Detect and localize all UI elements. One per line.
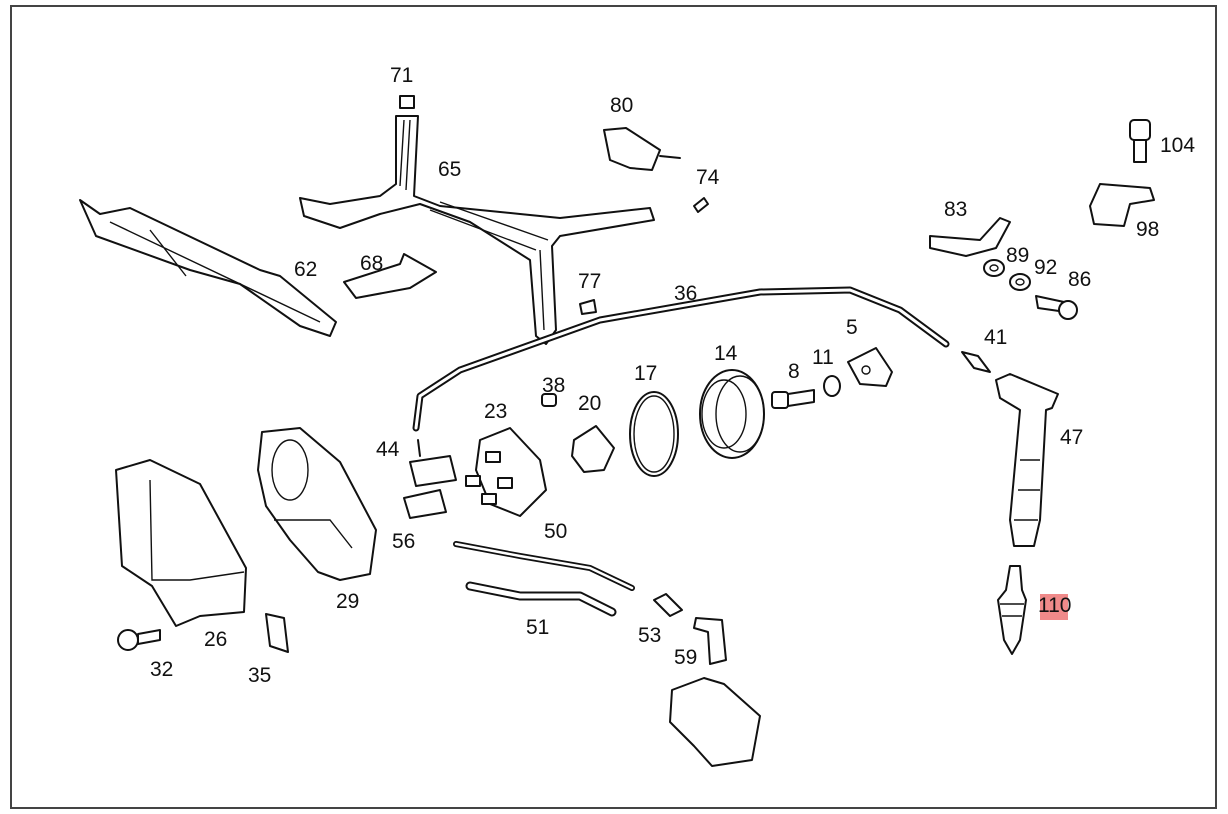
part-36-drawing — [412, 286, 950, 432]
part-77-drawing — [579, 299, 597, 315]
part-59-drawing — [693, 617, 727, 665]
label-59[interactable]: 59 — [674, 646, 697, 669]
label-89[interactable]: 89 — [1006, 244, 1029, 267]
part-89-drawing — [983, 259, 1005, 277]
label-14[interactable]: 14 — [714, 342, 738, 365]
label-77[interactable]: 77 — [578, 270, 601, 293]
part-14-drawing — [699, 369, 765, 459]
part-80-drawing — [603, 127, 681, 171]
part-17-drawing — [629, 391, 679, 477]
label-47[interactable]: 47 — [1060, 426, 1083, 449]
part-8-drawing — [771, 389, 815, 409]
label-26[interactable]: 26 — [204, 628, 227, 651]
label-74[interactable]: 74 — [696, 166, 720, 189]
part-110-drawing — [997, 565, 1027, 655]
part-68-drawing — [343, 253, 437, 299]
part-53-drawing — [653, 593, 683, 617]
part-98-drawing — [1089, 183, 1155, 227]
label-98[interactable]: 98 — [1136, 218, 1159, 241]
label-35[interactable]: 35 — [248, 664, 271, 687]
part-35-drawing — [265, 613, 289, 653]
part-23-drawing — [465, 427, 547, 517]
label-62[interactable]: 62 — [294, 258, 317, 281]
part-5-drawing — [847, 347, 893, 387]
label-23[interactable]: 23 — [484, 400, 507, 423]
label-104[interactable]: 104 — [1160, 134, 1195, 157]
part-41-drawing — [961, 351, 991, 373]
label-36[interactable]: 36 — [674, 282, 697, 305]
label-56[interactable]: 56 — [392, 530, 415, 553]
label-92[interactable]: 92 — [1034, 256, 1057, 279]
label-110[interactable]: 110 — [1038, 594, 1071, 617]
part-20-drawing — [571, 425, 615, 473]
label-51[interactable]: 51 — [526, 616, 549, 639]
part-50-drawing — [453, 541, 635, 591]
label-65[interactable]: 65 — [438, 158, 461, 181]
label-83[interactable]: 83 — [944, 198, 967, 221]
part-71-drawing — [399, 95, 415, 109]
part-47-drawing — [995, 373, 1059, 547]
part-32-drawing — [117, 629, 161, 651]
label-53[interactable]: 53 — [638, 624, 661, 647]
part-59-housing-drawing — [669, 677, 761, 767]
part-11-drawing — [823, 375, 841, 397]
label-8[interactable]: 8 — [788, 360, 800, 383]
part-83-drawing — [929, 217, 1011, 257]
label-20[interactable]: 20 — [578, 392, 601, 415]
label-50[interactable]: 50 — [544, 520, 567, 543]
highlight-110 — [1040, 594, 1068, 620]
part-44-drawing — [409, 439, 457, 487]
label-17[interactable]: 17 — [634, 362, 657, 385]
label-71[interactable]: 71 — [390, 64, 413, 87]
part-104-drawing — [1129, 119, 1151, 163]
label-41[interactable]: 41 — [984, 326, 1007, 349]
part-26-drawing — [115, 459, 247, 627]
label-68[interactable]: 68 — [360, 252, 383, 275]
part-51-drawing — [465, 581, 617, 617]
label-29[interactable]: 29 — [336, 590, 359, 613]
label-44[interactable]: 44 — [376, 438, 400, 461]
part-29-drawing — [257, 427, 377, 581]
part-92-drawing — [1009, 273, 1031, 291]
label-80[interactable]: 80 — [610, 94, 633, 117]
label-5[interactable]: 5 — [846, 316, 858, 339]
label-11[interactable]: 11 — [812, 346, 834, 369]
part-86-drawing — [1035, 295, 1078, 320]
part-74-drawing — [693, 197, 709, 213]
label-32[interactable]: 32 — [150, 658, 173, 681]
label-38[interactable]: 38 — [542, 374, 565, 397]
part-62-drawing — [79, 199, 337, 337]
label-86[interactable]: 86 — [1068, 268, 1091, 291]
part-38-drawing — [541, 393, 557, 407]
part-56-drawing — [403, 489, 447, 519]
